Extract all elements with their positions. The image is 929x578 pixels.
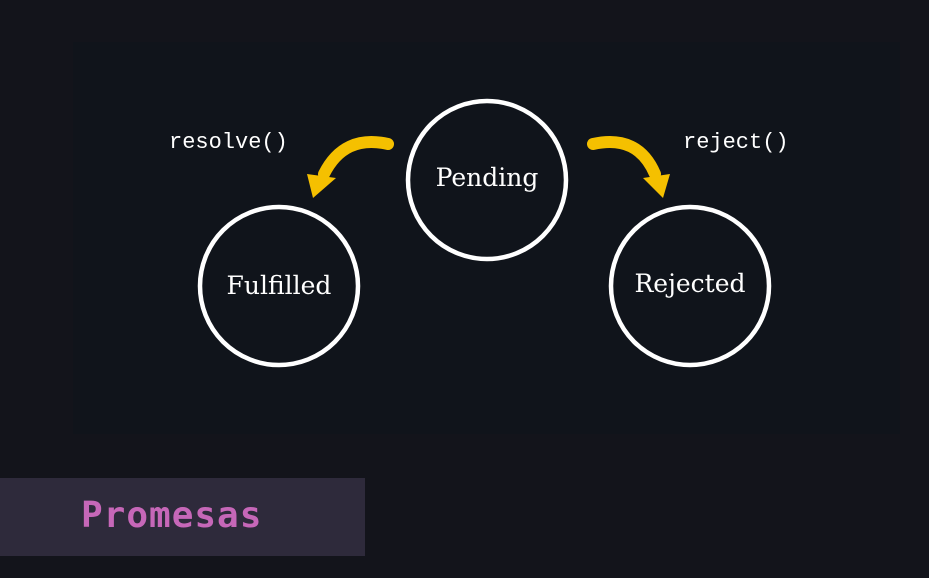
edge-label-reject: reject() (683, 130, 789, 155)
node-fulfilled-circle (197, 204, 361, 368)
node-rejected-label: Rejected (634, 269, 745, 298)
arrow-reject-head (643, 174, 670, 198)
arrow-reject-shaft (587, 136, 661, 180)
title-banner (0, 478, 365, 556)
node-fulfilled: Fulfilled (197, 204, 361, 368)
arrow-resolve (307, 136, 394, 198)
arrow-resolve-head (307, 174, 336, 198)
node-rejected: Rejected (608, 204, 772, 368)
node-rejected-circle (608, 204, 772, 368)
edge-label-resolve: resolve() (169, 130, 288, 155)
node-pending-circle (405, 98, 569, 262)
node-pending: Pending (405, 98, 569, 262)
arrow-reject (587, 136, 670, 198)
banner-title: Promesas (81, 495, 263, 536)
node-fulfilled-label: Fulfilled (227, 271, 332, 300)
node-pending-label: Pending (436, 163, 539, 192)
arrow-resolve-shaft (318, 136, 394, 180)
diagram-panel (73, 42, 900, 434)
